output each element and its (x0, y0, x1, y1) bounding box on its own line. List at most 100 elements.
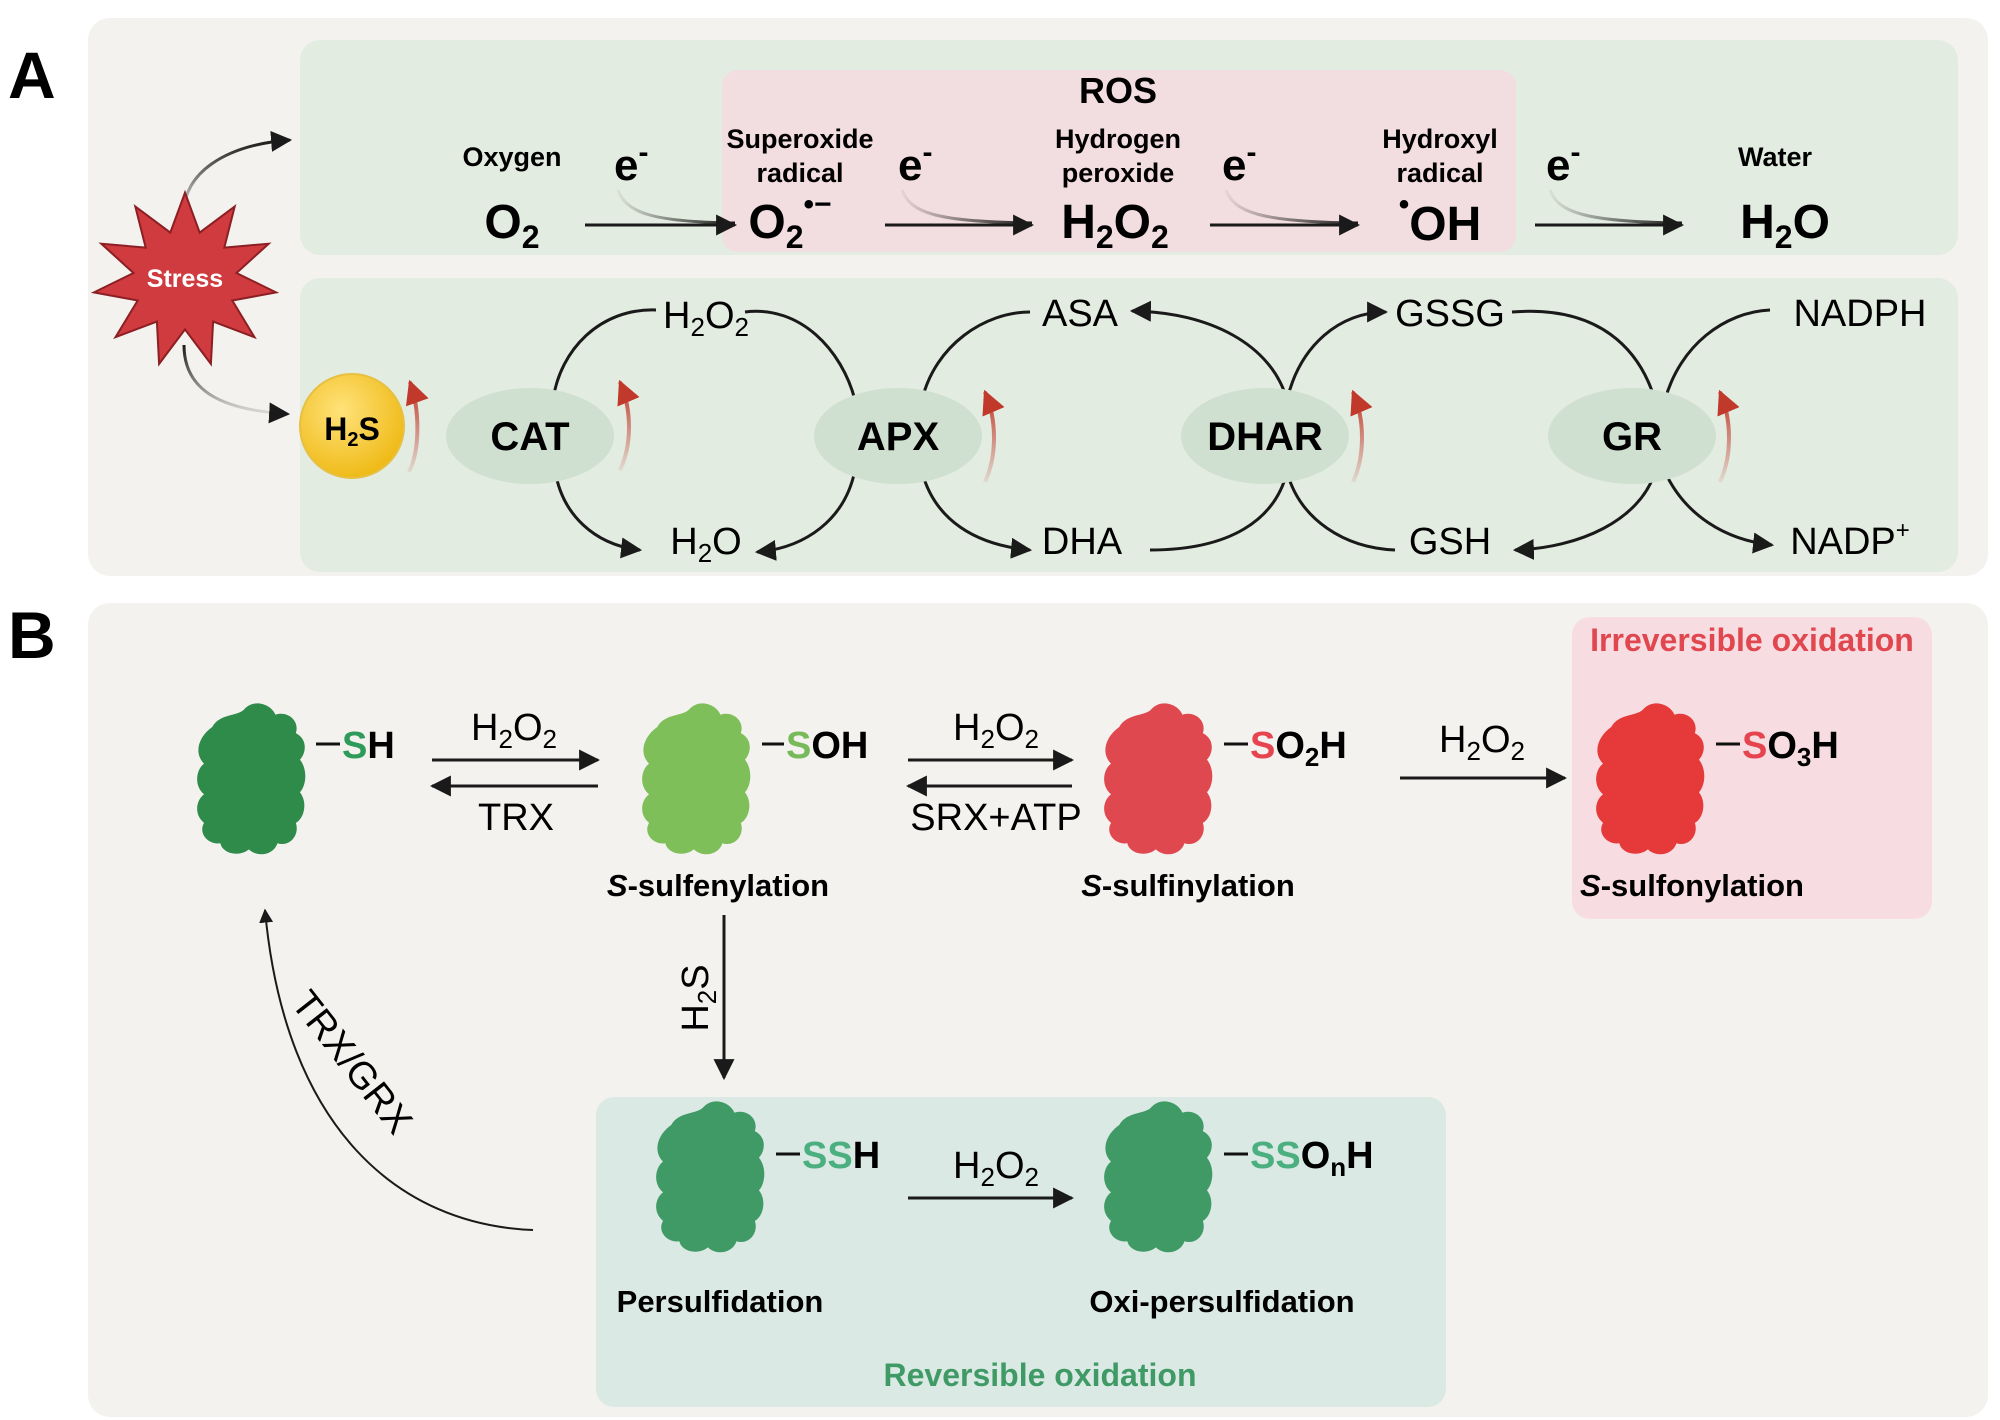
enzyme-label: GR (1602, 415, 1662, 459)
upregulation-arrow-apx (982, 389, 1005, 483)
electron-curve (1224, 189, 1359, 225)
cat-to-h2o-arrow (553, 469, 643, 559)
electron-step-3: e- (1210, 136, 1361, 236)
stress-burst-icon: Stress (90, 189, 280, 367)
electron-label: e- (1546, 136, 1580, 190)
dha-metabolite: DHA (1042, 521, 1123, 563)
hydrogen-peroxide-formula: H2O2 (1061, 196, 1169, 255)
electron-step-1: e- (585, 136, 738, 236)
stress-label: Stress (147, 265, 223, 293)
enzyme-label: DHAR (1207, 415, 1323, 459)
h2o-metabolite: H2O (670, 521, 741, 568)
asa-metabolite: ASA (1042, 293, 1119, 335)
gsh-to-dhar-arc (1285, 471, 1396, 552)
persulfidation-label: Persulfidation (617, 1284, 824, 1319)
h2s-label: H2S (324, 411, 380, 451)
h2s-reaction-label: H2S (675, 964, 722, 1031)
dhar-to-asa-arrow (1129, 300, 1289, 401)
panel-b-label: B (8, 598, 56, 672)
sulfenic-group: SOH (786, 725, 868, 767)
protein-thiol: SH (197, 703, 395, 855)
srx-atp-reaction-label: SRX+ATP (910, 797, 1081, 839)
enzyme-apx: APX (814, 388, 982, 484)
h2o2-reaction-label-4: H2O2 (953, 1145, 1039, 1192)
cat-h2o2-arc (551, 308, 657, 401)
hydroxyl-formula: •OH (1399, 188, 1482, 251)
ros-title: ROS (1079, 70, 1157, 111)
water-formula: H2O (1740, 196, 1830, 255)
upregulation-arrow-dhar (1350, 389, 1373, 483)
gr-to-gsh-arrow (1512, 471, 1657, 560)
electron-curve (900, 189, 1033, 225)
reversible-oxidation-title: Reversible oxidation (884, 1357, 1197, 1393)
dha-to-dhar-arc (1149, 471, 1289, 552)
protein-blob-icon (1104, 703, 1213, 855)
electron-curve (616, 189, 736, 225)
protein-sulfonic: SO3H S-sulfonylation (1580, 703, 1839, 903)
sulfinic-group: SO2H (1250, 725, 1347, 772)
superoxide-formula: O2•− (748, 188, 831, 255)
nadp-metabolite: NADP+ (1790, 517, 1910, 563)
irreversible-oxidation-title: Irreversible oxidation (1590, 622, 1914, 658)
antioxidant-cycle-box (300, 278, 1958, 572)
gssg-to-gr-arc (1511, 309, 1657, 401)
apx-to-asa-arrow (920, 310, 1031, 401)
hydroxyl-name-line2: radical (1396, 158, 1483, 188)
protein-persulfide: SSH Persulfidation (617, 1101, 880, 1319)
oxygen-formula: O2 (484, 196, 539, 255)
panel-a-label: A (8, 38, 56, 112)
electron-label: e- (614, 136, 648, 190)
protein-blob-icon (656, 1101, 765, 1253)
apx-to-h2o-arrow (754, 469, 857, 561)
thiol-group: SH (342, 725, 395, 767)
gr-to-nadp-arrow (1663, 471, 1775, 554)
enzyme-dhar: DHAR (1181, 388, 1349, 484)
protein-oxi-persulfide: SSOnH Oxi-persulfidation (1089, 1101, 1374, 1319)
persulfide-group: SSH (802, 1135, 880, 1177)
upregulation-arrow-gr (1717, 389, 1740, 483)
protein-blob-icon (1596, 703, 1705, 855)
ros-highlight-box (722, 70, 1516, 252)
persulfide-to-thiol-arrow (259, 908, 534, 1231)
superoxide-name-line1: Superoxide (726, 124, 873, 154)
protein-sulfinic: SO2H S-sulfinylation (1081, 703, 1347, 903)
electron-step-2: e- (885, 136, 1035, 236)
protein-sulfenic: SOH S-sulfenylation (607, 703, 868, 903)
h2o2-reaction-label-3: H2O2 (1439, 719, 1525, 766)
protein-blob-icon (642, 703, 751, 855)
apx-h2o2-arc (744, 309, 857, 401)
electron-label: e- (1222, 136, 1256, 190)
h2o2-reaction-label-1: H2O2 (471, 707, 557, 754)
protein-blob-icon (197, 703, 306, 855)
upregulation-arrow-h2s (405, 379, 429, 473)
electron-step-4: e- (1535, 136, 1685, 236)
s-sulfinylation-label: S-sulfinylation (1081, 868, 1295, 903)
superoxide-name-line2: radical (756, 158, 843, 188)
h2o2-reaction-label-2: H2O2 (953, 707, 1039, 754)
trx-reaction-label: TRX (478, 797, 554, 839)
reversible-oxidation-box (596, 1097, 1446, 1407)
h2o2-metabolite: H2O2 (663, 295, 749, 342)
protein-blob-icon (1104, 1101, 1213, 1253)
apx-to-dha-arrow (920, 471, 1033, 559)
oxi-persulfidation-label: Oxi-persulfidation (1089, 1284, 1354, 1319)
electron-label: e- (898, 136, 932, 190)
oxi-persulfide-group: SSOnH (1250, 1135, 1374, 1182)
gssg-metabolite: GSSG (1395, 293, 1505, 335)
s-sulfonylation-label: S-sulfonylation (1580, 868, 1804, 903)
water-name: Water (1738, 142, 1813, 172)
stress-to-h2s-arrow (182, 344, 291, 424)
hydrogen-peroxide-name-line1: Hydrogen (1055, 124, 1181, 154)
h2s-circle-icon: H2S (299, 373, 405, 479)
oxygen-name: Oxygen (462, 142, 561, 172)
enzyme-label: APX (857, 415, 940, 459)
nadph-to-gr-arc (1663, 308, 1771, 401)
nadph-metabolite: NADPH (1793, 293, 1926, 335)
electron-curve (1548, 189, 1683, 225)
enzyme-cat: CAT (446, 388, 614, 484)
hydrogen-peroxide-name-line2: peroxide (1062, 158, 1175, 188)
sulfonic-group: SO3H (1742, 725, 1839, 772)
upregulation-arrow-cat (617, 379, 640, 471)
hydroxyl-name-line1: Hydroxyl (1382, 124, 1498, 154)
